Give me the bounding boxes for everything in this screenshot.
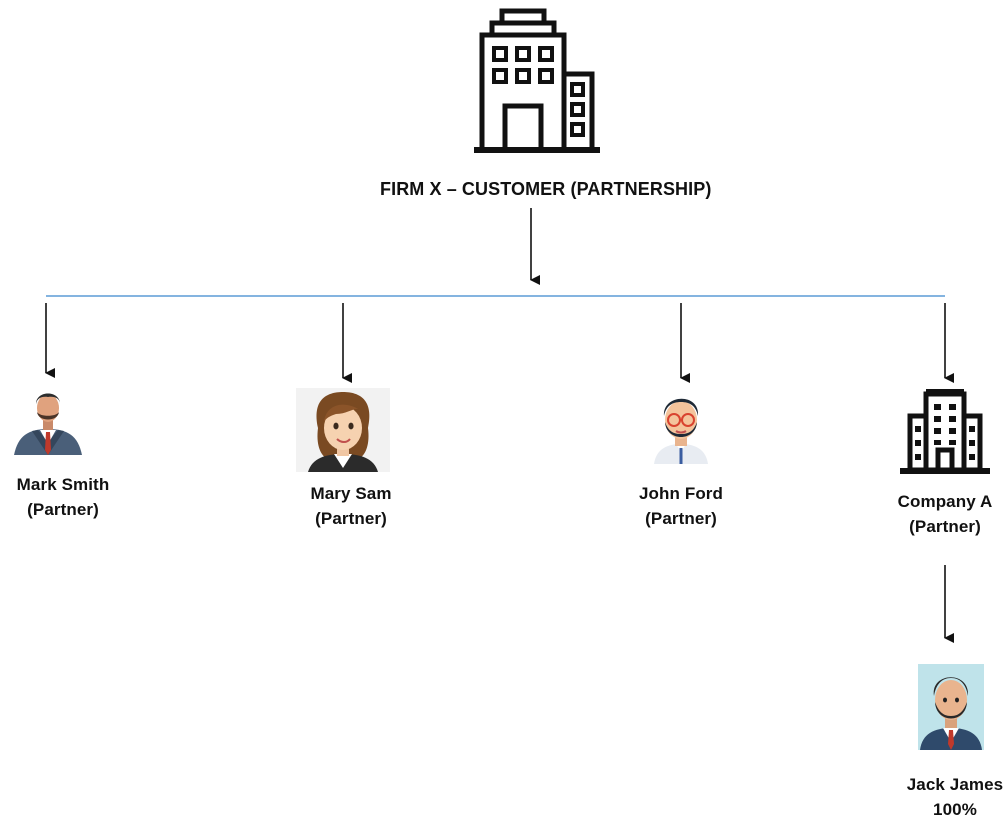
root-label: FIRM X – CUSTOMER (PARTNERSHIP) xyxy=(380,177,712,202)
company-building-icon xyxy=(900,389,990,474)
partner-role: (Partner) xyxy=(315,509,387,528)
bearded-man-glasses-avatar-icon xyxy=(654,398,708,464)
partner-role: (Partner) xyxy=(27,500,99,519)
root-label-text: FIRM X – CUSTOMER (PARTNERSHIP) xyxy=(380,179,712,199)
partner-name: Company A xyxy=(897,492,993,511)
owner-share: 100% xyxy=(933,800,977,819)
partner-name: John Ford xyxy=(639,484,723,503)
partner-label-mary-sam: Mary Sam (Partner) xyxy=(286,481,416,531)
partner-role: (Partner) xyxy=(909,517,981,536)
partner-label-company-a: Company A (Partner) xyxy=(880,489,1005,539)
partner-role: (Partner) xyxy=(645,509,717,528)
owner-label-jack-james: Jack James 100% xyxy=(880,772,1005,822)
partner-name: Mark Smith xyxy=(16,475,110,494)
bearded-businessman-avatar-icon xyxy=(918,664,984,750)
partner-name: Mary Sam xyxy=(310,484,392,503)
partner-label-john-ford: John Ford (Partner) xyxy=(616,481,746,531)
businessman-avatar-icon xyxy=(14,393,82,455)
office-building-icon xyxy=(474,8,600,153)
owner-name: Jack James xyxy=(906,775,1004,794)
partner-label-mark-smith: Mark Smith (Partner) xyxy=(0,472,128,522)
businesswoman-avatar-icon xyxy=(296,388,390,472)
